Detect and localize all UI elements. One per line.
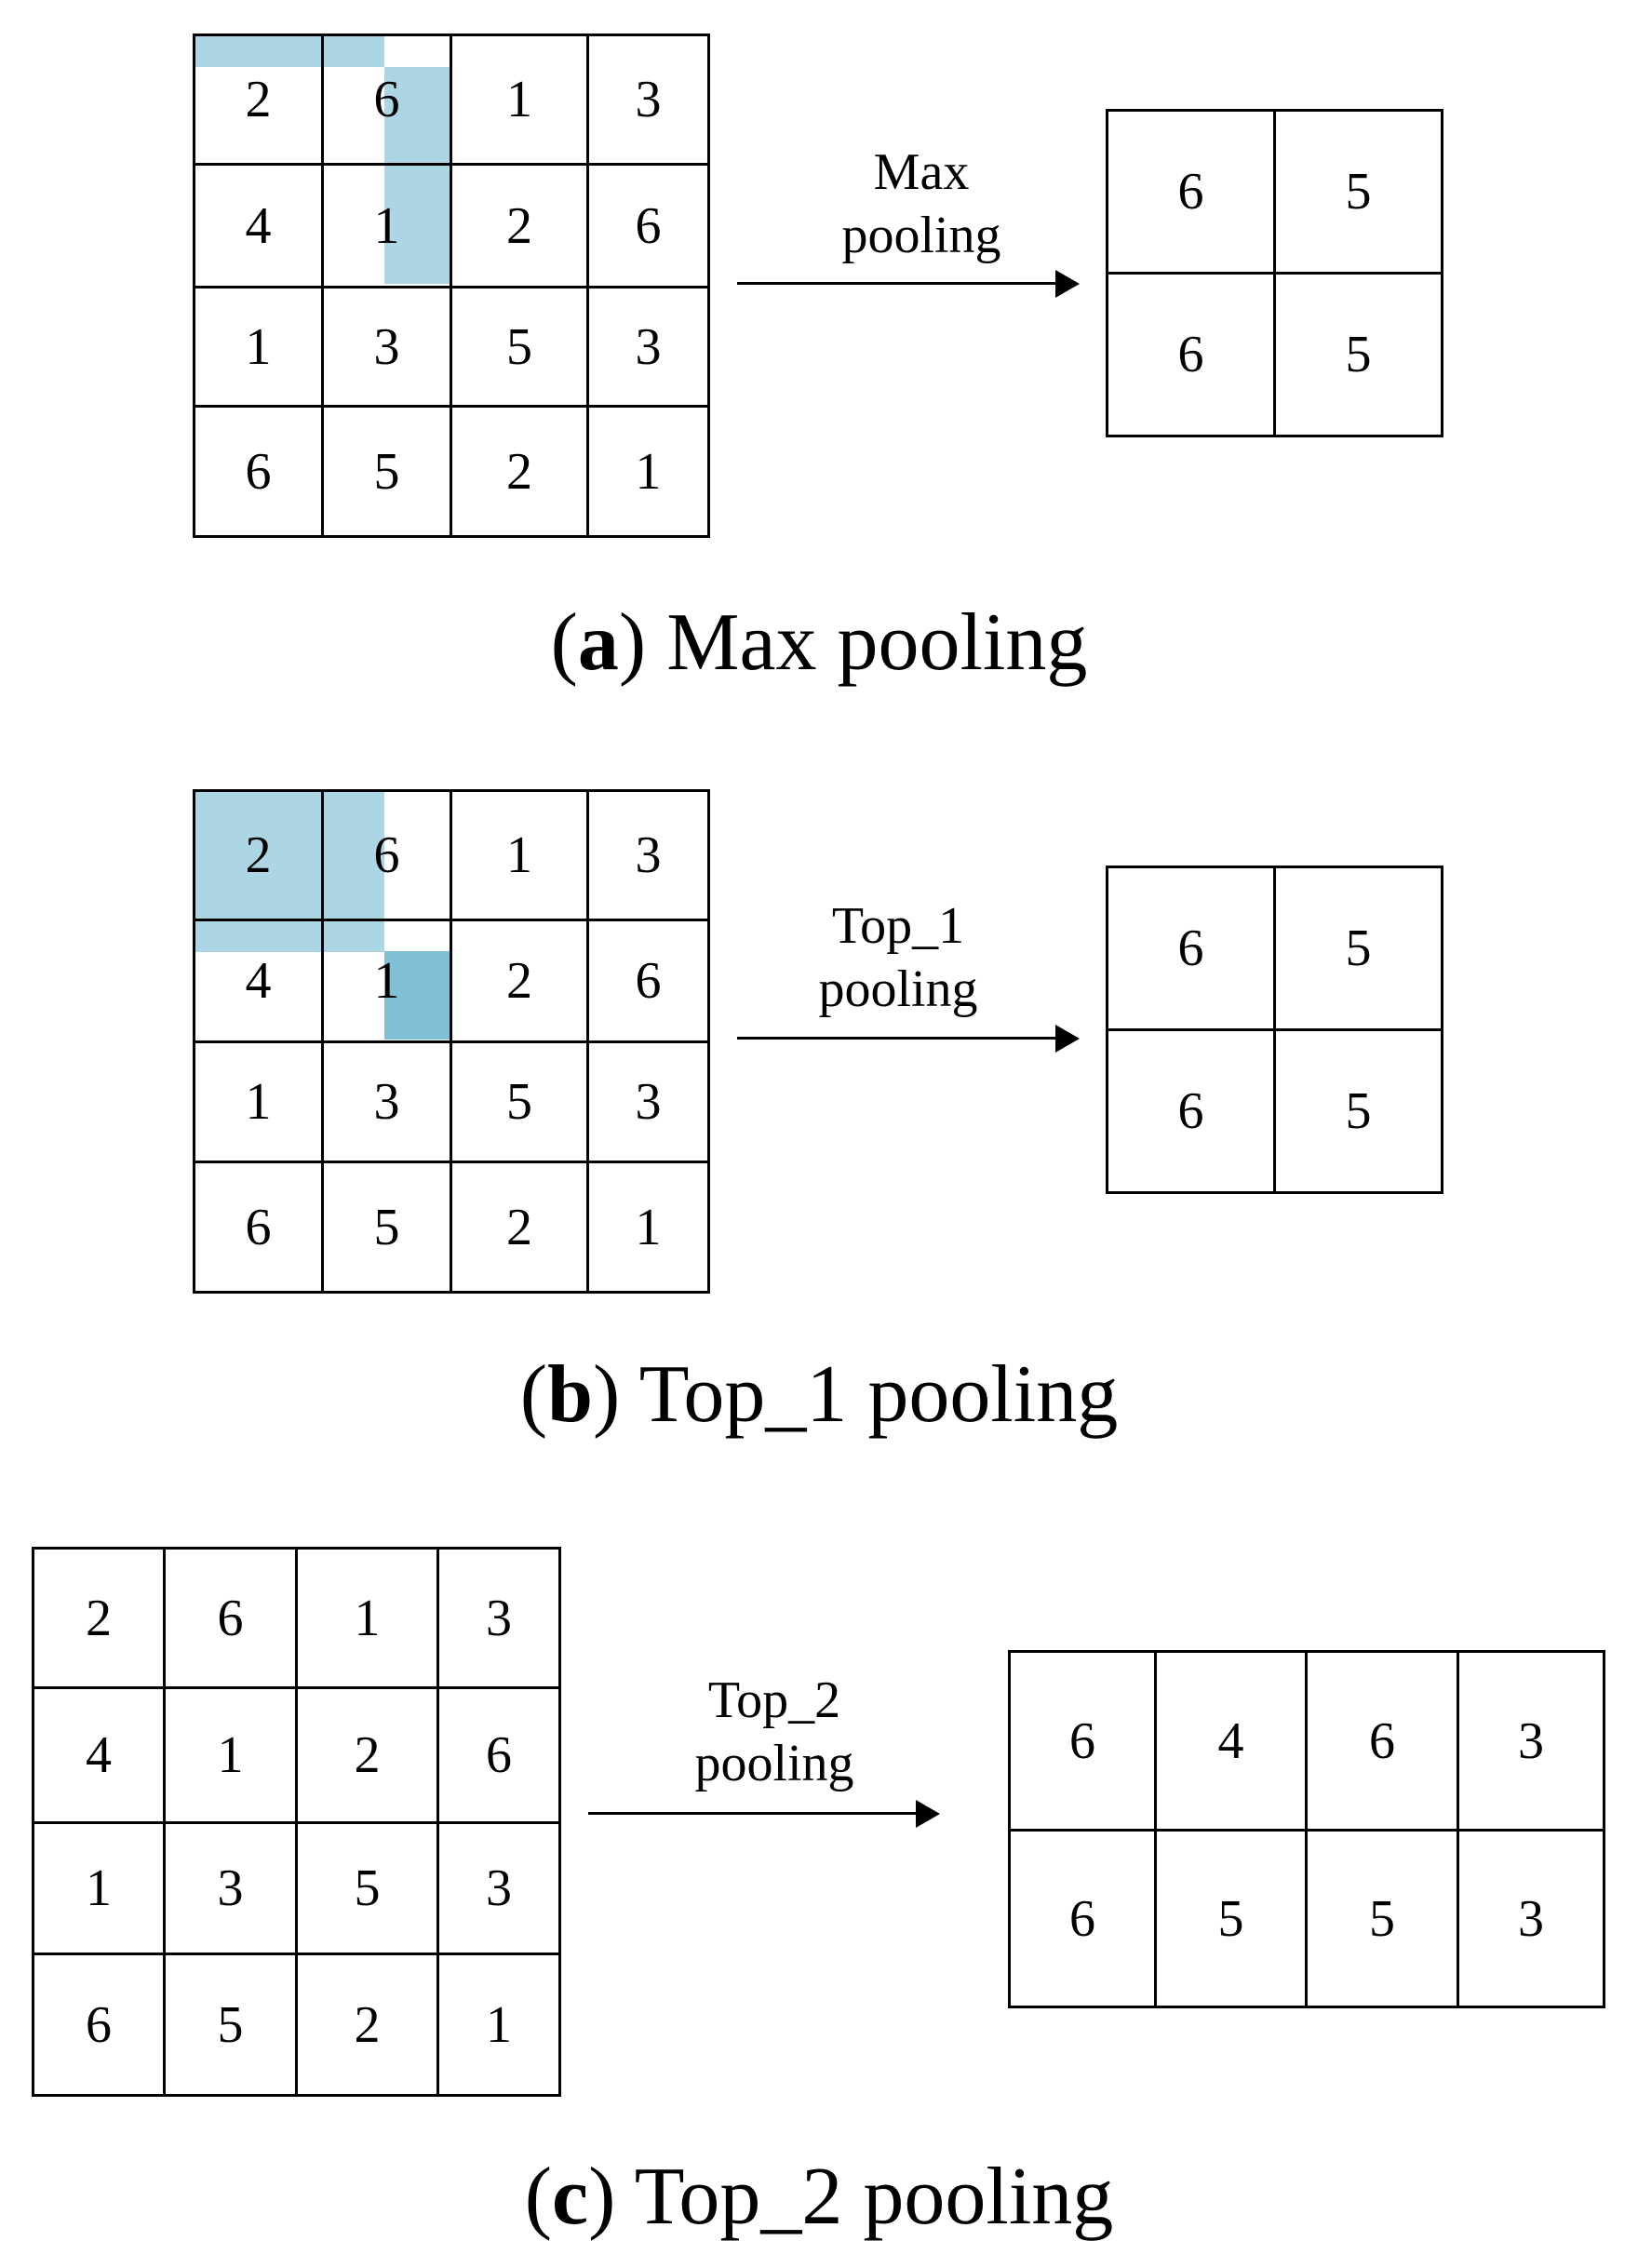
arrow-label-line1: Top_2: [707, 1671, 841, 1729]
grid-cell: 2: [450, 405, 589, 538]
grid-cell: 5: [1273, 109, 1443, 275]
grid-cell: 6: [1106, 109, 1276, 275]
grid-cell: 1: [193, 1040, 324, 1163]
grid-cell: 3: [586, 1040, 710, 1163]
grid-cell: 6: [321, 34, 452, 166]
grid-cell: 6: [436, 1686, 561, 1824]
grid-cell: 1: [450, 789, 589, 921]
grid-cell: 1: [193, 286, 324, 408]
grid-cell: 3: [163, 1821, 298, 1955]
grid-cell: 6: [163, 1547, 298, 1689]
grid-cell: 6: [1008, 1650, 1157, 1832]
grid-cell: 2: [295, 1953, 439, 2097]
grid-cell: 2: [450, 919, 589, 1043]
grid-cell: 5: [1273, 272, 1443, 437]
arrow-label-line1: Max: [873, 143, 970, 201]
highlight-region: [384, 67, 450, 284]
grid-cell: 3: [586, 286, 710, 408]
grid-cell: 3: [321, 1040, 452, 1163]
grid-cell: 2: [193, 789, 324, 921]
grid-cell: 5: [1154, 1829, 1308, 2008]
highlight-region: [384, 951, 450, 1040]
grid-cell: 6: [586, 919, 710, 1043]
grid-cell: 3: [436, 1547, 561, 1689]
arrow-label-line1: Top_1: [831, 897, 965, 955]
grid-cell: 5: [1273, 1028, 1443, 1194]
grid-cell: 3: [586, 789, 710, 921]
caption-c: (c) Top_2 pooling: [524, 2152, 1114, 2242]
grid-cell: 3: [1457, 1829, 1605, 2008]
grid-cell: 2: [450, 163, 589, 289]
grid-cell: 5: [321, 405, 452, 538]
grid-cell: 4: [193, 919, 324, 1043]
grid-cell: 1: [321, 163, 452, 289]
arrow-label-line2: pooling: [694, 1735, 854, 1792]
grid-cell: 2: [32, 1547, 166, 1689]
grid-cell: 5: [1305, 1829, 1459, 2008]
grid-cell: 6: [1008, 1829, 1157, 2008]
grid-cell: 1: [450, 34, 589, 166]
arrow-line: [588, 1812, 920, 1815]
grid-cell: 6: [586, 163, 710, 289]
grid-cell: 5: [295, 1821, 439, 1955]
grid-cell: 3: [586, 34, 710, 166]
arrow-head: [1055, 270, 1080, 298]
grid-cell: 6: [321, 789, 452, 921]
grid-cell: 6: [193, 1161, 324, 1294]
grid-cell: 3: [436, 1821, 561, 1955]
grid-cell: 5: [321, 1161, 452, 1294]
grid-cell: 4: [193, 163, 324, 289]
grid-cell: 6: [1106, 866, 1276, 1031]
grid-cell: 3: [1457, 1650, 1605, 1832]
arrow-line: [737, 1037, 1059, 1040]
grid-cell: 3: [321, 286, 452, 408]
highlight-region: [193, 789, 384, 952]
arrow-line: [737, 282, 1059, 285]
grid-cell: 2: [193, 34, 324, 166]
highlight-region: [193, 34, 384, 67]
grid-cell: 4: [32, 1686, 166, 1824]
grid-cell: 4: [1154, 1650, 1308, 1832]
grid-cell: 1: [586, 405, 710, 538]
arrow-label-line2: pooling: [841, 207, 1001, 264]
grid-cell: 1: [163, 1686, 298, 1824]
caption-b: (b) Top_1 pooling: [519, 1349, 1119, 1440]
arrow-label-line2: pooling: [818, 960, 978, 1018]
grid-cell: 1: [321, 919, 452, 1043]
grid-cell: 5: [1273, 866, 1443, 1031]
grid-cell: 5: [450, 1040, 589, 1163]
grid-cell: 2: [450, 1161, 589, 1294]
grid-cell: 1: [295, 1547, 439, 1689]
grid-cell: 5: [450, 286, 589, 408]
grid-cell: 6: [1106, 272, 1276, 437]
grid-cell: 6: [193, 405, 324, 538]
grid-cell: 6: [1106, 1028, 1276, 1194]
grid-cell: 1: [586, 1161, 710, 1294]
grid-cell: 2: [295, 1686, 439, 1824]
grid-cell: 6: [32, 1953, 166, 2097]
grid-cell: 1: [32, 1821, 166, 1955]
grid-cell: 6: [1305, 1650, 1459, 1832]
caption-a: (a) Max pooling: [550, 597, 1088, 688]
grid-cell: 1: [436, 1953, 561, 2097]
arrow-head: [1055, 1025, 1080, 1053]
grid-cell: 5: [163, 1953, 298, 2097]
arrow-head: [916, 1800, 940, 1828]
